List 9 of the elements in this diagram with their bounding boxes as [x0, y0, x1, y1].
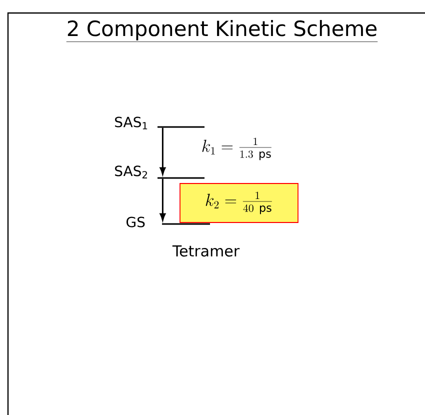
- arrow: [160, 128, 166, 175]
- title: 2 Component Kinetic Scheme: [66, 20, 378, 42]
- level-label: GS: [126, 216, 145, 228]
- rate-formula: $k_1 = \frac{1}{1.3\ \mathrm{ps}}$: [202, 138, 272, 160]
- level-label: SAS$_{1}$: [115, 116, 148, 130]
- arrow: [160, 178, 166, 221]
- sample-label: Tetramer: [172, 245, 240, 257]
- rate-box: $k_2 = \frac{1}{40\ \mathrm{ps}}$: [180, 183, 298, 223]
- level-label: SAS$_{2}$: [115, 166, 147, 178]
